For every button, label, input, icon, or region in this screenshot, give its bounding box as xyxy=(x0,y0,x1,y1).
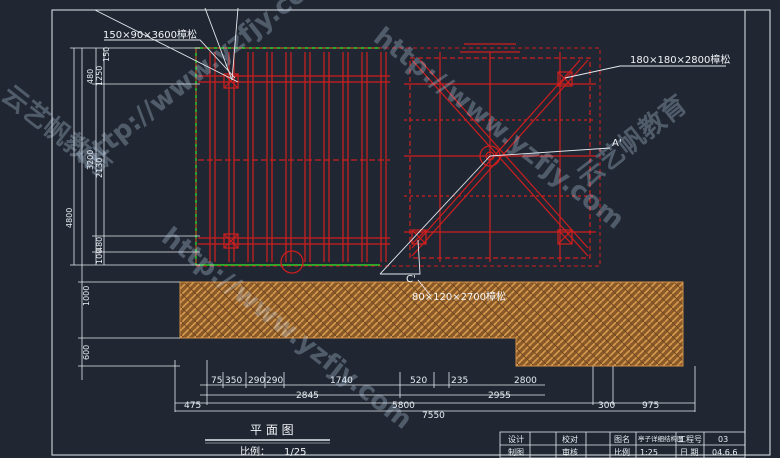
pavilion-roof-frame xyxy=(404,43,596,262)
label-lower-beam: 80×120×2700樟松 xyxy=(412,290,506,303)
tb-review: 审核 xyxy=(562,447,578,457)
dim-75: 75 xyxy=(211,376,222,386)
dim-150: 150 xyxy=(102,47,111,62)
dim-235: 235 xyxy=(451,376,468,386)
tb-drawing-name: 亭子详细结构图 xyxy=(638,434,684,443)
pergola-rafters xyxy=(209,52,387,262)
leader-lines xyxy=(94,7,726,296)
dim-290-a: 290 xyxy=(248,376,265,386)
label-section-c: C' xyxy=(406,274,416,285)
dim-290-b: 290 xyxy=(266,376,283,386)
dim-1000: 1000 xyxy=(82,286,91,306)
dim-480-bottom: 480 xyxy=(95,237,104,252)
dim-2130: 2130 xyxy=(95,158,104,178)
dimension-lines-bottom xyxy=(174,360,696,412)
dim-2955: 2955 xyxy=(488,391,511,401)
tb-drawing-name-label: 图名 xyxy=(614,434,630,444)
tb-scale-label: 比例 xyxy=(614,447,630,457)
dim-475: 475 xyxy=(184,401,201,411)
watermark-url-1: http://www.yzfjy.com xyxy=(72,0,334,176)
dim-480-top: 480 xyxy=(86,69,95,84)
dim-350: 350 xyxy=(225,376,242,386)
label-top-beam: 150×90×3600樟松 xyxy=(103,28,197,41)
dimension-text-left: 4800 3200 2130 480 1250 150 480 100 1000… xyxy=(65,47,111,360)
callout-labels: 150×90×3600樟松 180×180×2800樟松 80×120×2700… xyxy=(103,28,730,303)
roof-boundary-dashed xyxy=(195,47,601,267)
tb-check: 校对 xyxy=(562,434,578,444)
dim-300: 300 xyxy=(598,401,615,411)
dim-5800: 5800 xyxy=(392,401,415,411)
tb-design: 设计 xyxy=(508,434,524,444)
dim-1250: 1250 xyxy=(95,66,104,86)
dimension-lines-left xyxy=(70,47,200,380)
dim-2845: 2845 xyxy=(296,391,319,401)
plan-title: 平 面 图 xyxy=(250,423,294,437)
scale-label: 比例： xyxy=(240,445,270,458)
label-section-a: A' xyxy=(612,138,622,149)
tb-date-label: 日 期 xyxy=(680,448,699,457)
plan-title-block: 平 面 图 比例： 1/25 xyxy=(205,423,330,458)
tb-draw: 制图 xyxy=(508,447,524,457)
tb-project-no-label: 工程号 xyxy=(678,435,702,444)
label-right-beam: 180×180×2800樟松 xyxy=(630,53,730,66)
dim-3200: 3200 xyxy=(86,150,95,170)
tb-scale: 1:25 xyxy=(640,448,658,457)
post-markers xyxy=(223,71,573,274)
scale-value: 1/25 xyxy=(284,447,306,458)
tb-date: 04.6.6 xyxy=(712,448,737,457)
dim-975: 975 xyxy=(642,401,659,411)
dim-4800: 4800 xyxy=(65,208,74,228)
dim-7550: 7550 xyxy=(422,411,445,421)
dim-1740: 1740 xyxy=(330,376,353,386)
sheet-frame xyxy=(51,9,771,456)
dim-600: 600 xyxy=(82,345,91,360)
tb-project-no: 03 xyxy=(718,435,728,444)
dim-2800: 2800 xyxy=(514,376,537,386)
dim-520: 520 xyxy=(410,376,427,386)
dimension-text-bottom: 75 350 290 290 1740 520 235 2800 2845 29… xyxy=(184,376,659,421)
dim-100: 100 xyxy=(95,249,104,264)
title-block-text: 设计 校对 图名 亭子详细结构图 工程号 03 制图 审核 比例 1:25 日 … xyxy=(508,434,737,457)
pergola-beams xyxy=(198,75,390,245)
title-block-grid xyxy=(499,431,746,458)
